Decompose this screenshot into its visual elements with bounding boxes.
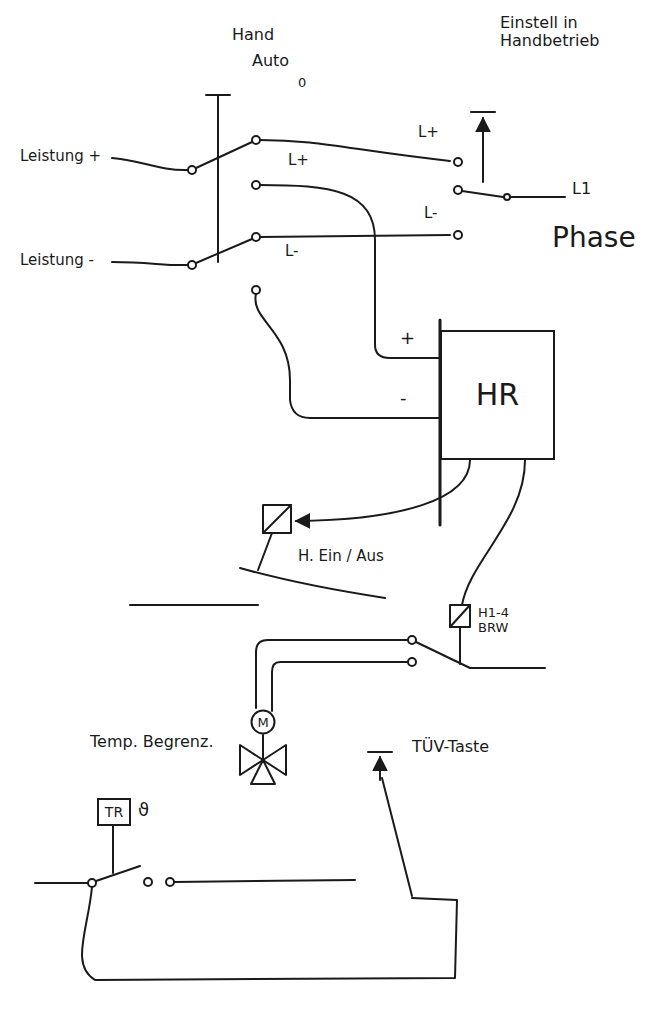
button-label: TÜV-Taste [412,738,489,756]
relay-coil [263,505,291,533]
relay-label: H1-4 BRW [478,606,528,636]
control-arrow [296,460,470,521]
switch-lever [96,866,140,881]
wire [174,880,355,882]
wire [260,185,440,358]
relay-link [258,533,272,570]
wire-label: L- [285,243,299,260]
mode-label: Hand [232,26,274,44]
relay-contact [240,568,385,598]
switch-bar-tick [471,111,495,113]
node-label: TR [105,805,123,819]
relay-coil [450,605,470,627]
node-text: HR [476,380,519,410]
switch-bar-tick [206,94,230,96]
wire [130,604,258,606]
limiter-box: TR [97,798,131,826]
contact [454,158,462,166]
valve-symbol [251,760,275,784]
wire-label: L+ [418,124,439,141]
relay-coil [450,605,470,627]
note-label: Einstell in Handbetrieb [500,14,625,51]
contact [504,194,510,200]
wire-label: L- [424,205,438,222]
node-label: HR [476,380,519,410]
contact [188,261,196,269]
pin-label: + [400,328,415,349]
wire [82,887,457,980]
supply-wire [112,262,188,265]
valve-stem [262,735,264,760]
mode-label: 0 [298,76,306,91]
relay-coil [263,505,291,533]
contact [88,879,96,887]
phase-label: Phase [552,222,636,254]
mode-label: Auto [252,52,289,70]
wire [462,460,525,605]
button-symbol [368,751,392,753]
wires [35,95,565,980]
wire [256,640,408,708]
switch-lever [196,239,252,263]
contact [454,186,462,194]
wire-label: L+ [288,152,309,169]
relay-label: H. Ein / Aus [298,548,384,565]
relay-link [459,627,461,664]
node-text: M [257,716,268,729]
wire [255,294,440,418]
wire [272,662,408,711]
node-label: M [257,716,268,729]
supply-label: Leistung + [20,148,101,165]
contact [252,233,260,241]
limiter-label: Temp. Begrenz. [90,733,213,751]
contact [188,166,196,174]
button-contact [382,778,412,896]
switch-bar [217,95,219,262]
motor-circle: M [250,709,276,735]
button-symbol [379,757,381,780]
supply-wire [112,158,188,170]
switch-lever [462,191,503,197]
contact [252,136,260,144]
limiter-link [112,826,114,873]
node-text: TR [105,805,123,819]
contact [252,286,260,294]
valve-symbol [240,745,263,775]
valve-symbol [263,745,286,775]
phase-label: L1 [572,180,591,198]
relay-contact [416,642,545,668]
contact [144,878,152,886]
pin-label: - [400,388,407,409]
switch-lever [196,142,252,168]
wire [260,235,450,237]
contact [408,658,416,666]
wire [511,196,565,198]
contact [166,878,174,886]
contact [454,231,462,239]
circle-outline [252,711,275,734]
supply-label: Leistung - [20,252,94,269]
switch-arrow [482,118,484,182]
contact [252,181,260,189]
wire [35,882,88,884]
contact [408,636,416,644]
controller-box: HR [440,330,555,460]
symbol-label: ϑ [138,800,149,821]
